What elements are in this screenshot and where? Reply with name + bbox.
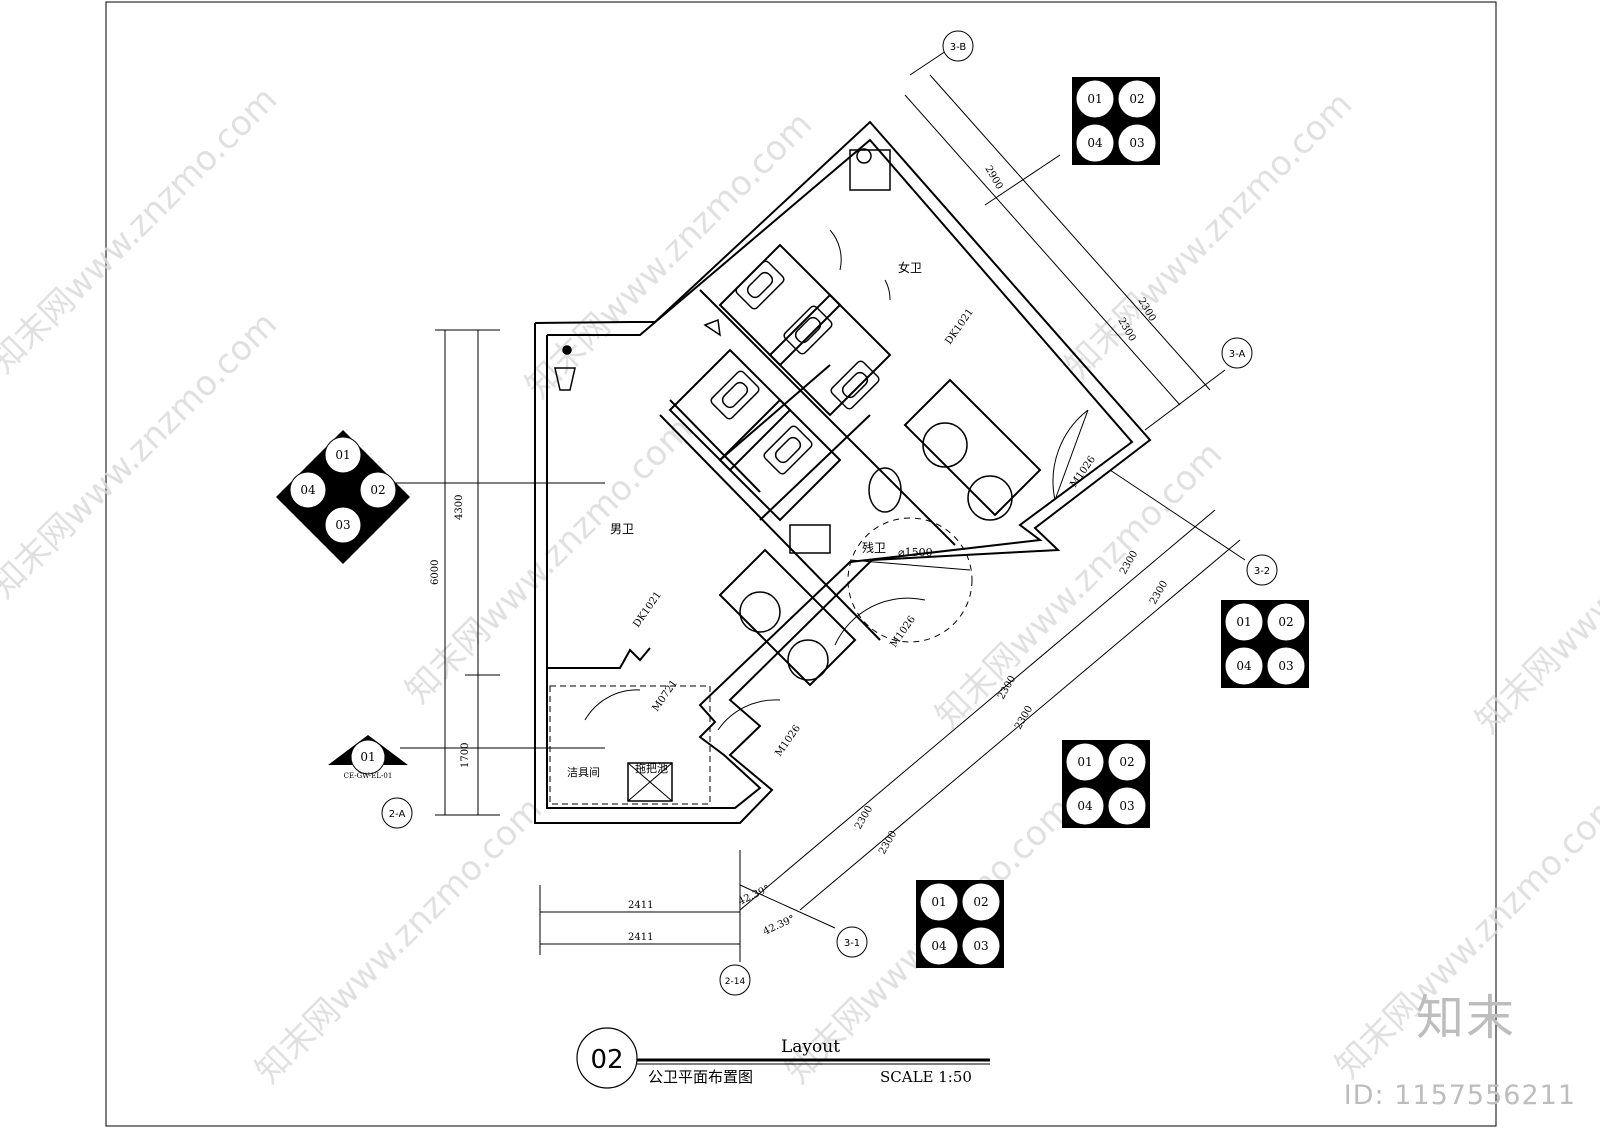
watermark-id: ID: 1157556211 <box>1343 1080 1576 1111</box>
elevation-tag: 01 02 04 03 <box>1062 740 1150 828</box>
svg-text:01: 01 <box>360 750 375 764</box>
dim-text: 42.39° <box>762 914 797 938</box>
grid-bubble-3-a: 3-A <box>1229 349 1246 360</box>
dim-text: 2900 <box>982 164 1004 192</box>
svg-text:03: 03 <box>973 939 988 953</box>
grid-bubble-2-a: 2-A <box>389 809 406 820</box>
elevation-tag: 01 02 04 03 <box>1221 600 1309 688</box>
dim-text: 6000 <box>430 560 441 585</box>
dim-text: 2300 <box>853 804 875 832</box>
men-room-wall <box>547 647 651 669</box>
room-label-mop-sink: 拖把池 <box>635 761 668 775</box>
dim-text: 2411 <box>628 900 653 911</box>
watermark-text: 知末网www.znzmo.com <box>398 409 700 711</box>
grid-bubble-2-14: 2-14 <box>725 977 746 987</box>
door-label: M1026 <box>888 614 917 650</box>
svg-text:04: 04 <box>1077 799 1093 813</box>
svg-text:02: 02 <box>973 895 988 909</box>
title-en: Layout <box>781 1037 840 1057</box>
svg-text:04: 04 <box>1236 659 1252 673</box>
svg-text:01: 01 <box>931 895 946 909</box>
detail-number: 02 <box>590 1045 623 1075</box>
svg-text:CE-GW-EL-01: CE-GW-EL-01 <box>344 772 393 780</box>
elevation-tag: 01 02 04 03 <box>1072 77 1160 165</box>
watermark-text: 知末网www.znzmo.com <box>248 789 550 1091</box>
detail-number-bubble <box>576 1027 638 1089</box>
room-label-janitor: 洁具间 <box>567 766 600 779</box>
dim-text: 2300 <box>1148 579 1170 607</box>
dim-text: 42.39° <box>737 884 772 908</box>
title-block: 02 Layout 公卫平面布置图 SCALE 1:50 <box>576 1027 990 1089</box>
scale-label: SCALE 1:50 <box>880 1068 972 1086</box>
room-label-men: 男卫 <box>610 522 634 536</box>
dim-text: 1700 <box>460 743 471 768</box>
janitor-room <box>549 685 711 805</box>
walls <box>534 120 1152 824</box>
svg-text:01: 01 <box>335 448 350 462</box>
room-label-accessible: 残卫 <box>862 541 886 555</box>
dimension-lines <box>360 44 1246 962</box>
svg-text:03: 03 <box>1119 799 1134 813</box>
sheet-border <box>105 1 1497 1127</box>
svg-text:04: 04 <box>931 939 947 953</box>
door-label: M1026 <box>773 723 802 759</box>
svg-text:02: 02 <box>370 483 385 497</box>
watermark-logo: 知末 <box>1415 990 1516 1046</box>
grid-bubble-3-b: 3-B <box>950 42 967 53</box>
turning-label: ⌀1500 <box>898 546 933 559</box>
svg-text:02: 02 <box>1129 92 1144 106</box>
svg-text:04: 04 <box>300 483 316 497</box>
svg-text:01: 01 <box>1236 615 1251 629</box>
elevation-tag-diamond: 01 04 02 03 <box>276 430 410 564</box>
sinks <box>554 148 1042 687</box>
svg-text:03: 03 <box>1129 136 1144 150</box>
title-cn: 公卫平面布置图 <box>648 1068 753 1086</box>
grid-bubble-3-2: 3-2 <box>1254 566 1270 577</box>
elevation-tag: 01 02 04 03 <box>916 880 1004 968</box>
watermark-text: 知末网www.znzmo.com <box>1468 439 1600 741</box>
turning-circle <box>847 517 973 643</box>
mop-sink <box>627 762 673 802</box>
room-label-women: 女卫 <box>898 260 922 275</box>
grid-bubbles <box>381 30 1278 996</box>
svg-text:02: 02 <box>1119 755 1134 769</box>
svg-text:02: 02 <box>1278 615 1293 629</box>
dim-text: 2411 <box>628 932 653 943</box>
door-swings <box>584 229 1089 731</box>
elevation-tag-triangle: 01 CE-GW-EL-01 <box>328 735 408 780</box>
door-label: M0721 <box>650 678 679 714</box>
door-label: DK1021 <box>943 307 975 347</box>
svg-text:03: 03 <box>1278 659 1293 673</box>
svg-text:01: 01 <box>1087 92 1102 106</box>
svg-text:01: 01 <box>1077 755 1092 769</box>
svg-text:03: 03 <box>335 518 350 532</box>
dim-text: 4300 <box>454 495 465 520</box>
door-label: DK1021 <box>631 590 663 630</box>
toilet-stalls <box>668 243 892 522</box>
grid-bubble-3-1: 3-1 <box>844 938 860 949</box>
dim-text: 2300 <box>1013 704 1035 732</box>
inner-wall <box>546 138 1134 809</box>
svg-text:04: 04 <box>1087 136 1103 150</box>
